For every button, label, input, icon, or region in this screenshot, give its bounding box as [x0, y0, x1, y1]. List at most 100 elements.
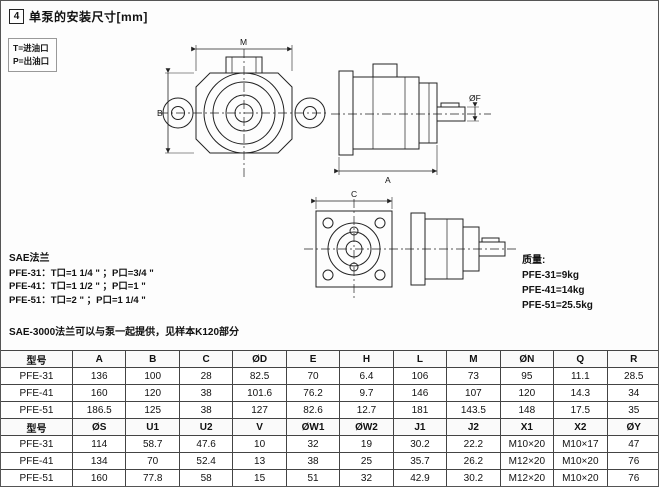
column-header: ØW2 [339, 418, 394, 436]
column-header: ØD [232, 350, 287, 368]
value-cell: 25 [339, 452, 394, 470]
column-header: ØW1 [285, 418, 341, 436]
value-cell: 107 [446, 384, 501, 402]
value-cell: 58 [178, 469, 234, 486]
value-cell: 143.5 [446, 401, 501, 419]
page-title: 单泵的安装尺寸[mm] [29, 10, 148, 24]
value-cell: 14.3 [553, 384, 608, 402]
column-header: R [606, 350, 658, 368]
value-cell: M10×17 [553, 435, 608, 453]
value-cell: 100 [125, 367, 180, 385]
value-cell: 17.5 [553, 401, 608, 419]
value-cell: 47 [606, 435, 658, 453]
value-cell: 35 [606, 401, 658, 419]
value-cell: 76 [606, 452, 658, 470]
value-cell: 82.6 [285, 401, 341, 419]
sae-flange-heading: SAE法兰 [9, 253, 50, 264]
mass-note: 质量: PFE-31=9kg PFE-41=14kg PFE-51=25.5kg [522, 253, 593, 313]
value-cell: 82.5 [232, 367, 287, 385]
value-cell: 106 [392, 367, 448, 385]
model-cell: PFE-51 [1, 469, 73, 486]
value-cell: 38 [178, 401, 234, 419]
value-cell: 76 [606, 469, 658, 486]
column-header: B [125, 350, 180, 368]
value-cell: 114 [71, 435, 127, 453]
sae3000-note: SAE-3000法兰可以与泵一起提供，见样本K120部分 [9, 327, 240, 338]
value-cell: 42.9 [392, 469, 448, 486]
value-cell: 32 [285, 435, 341, 453]
value-cell: 70 [125, 452, 180, 470]
value-cell: 51 [285, 469, 341, 486]
value-cell: 15 [232, 469, 287, 486]
value-cell: 47.6 [178, 435, 234, 453]
front-view [159, 45, 329, 179]
port-note-line: T=进油口 [13, 43, 49, 53]
value-cell: 10 [232, 435, 287, 453]
value-cell: 160 [71, 384, 127, 402]
value-cell: M10×20 [553, 452, 608, 470]
dim-label-f: ØF [469, 93, 481, 103]
value-cell: 148 [499, 401, 555, 419]
value-cell: 127 [232, 401, 287, 419]
value-cell: 35.7 [392, 452, 448, 470]
mass-line: PFE-41=14kg [522, 285, 585, 296]
value-cell: M10×20 [499, 435, 555, 453]
port-note: T=进油口 P=出油口 [8, 38, 58, 73]
value-cell: 181 [392, 401, 448, 419]
value-cell: M12×20 [499, 469, 555, 486]
value-cell: 101.6 [232, 384, 287, 402]
value-cell: 134 [71, 452, 127, 470]
value-cell: 77.8 [125, 469, 180, 486]
column-header: X2 [553, 418, 608, 436]
dim-label-a: A [385, 175, 391, 185]
column-header: J1 [392, 418, 448, 436]
value-cell: 11.1 [553, 367, 608, 385]
column-header: E [285, 350, 341, 368]
value-cell: 6.4 [339, 367, 394, 385]
value-cell: M10×20 [553, 469, 608, 486]
value-cell: 70 [285, 367, 341, 385]
page-header: 4 单泵的安装尺寸[mm] [9, 8, 148, 25]
mass-line: PFE-31=9kg [522, 270, 579, 281]
model-cell: PFE-41 [1, 384, 73, 402]
dim-label-c: C [351, 189, 357, 199]
value-cell: 52.4 [178, 452, 234, 470]
value-cell: 28.5 [606, 367, 658, 385]
value-cell: 30.2 [392, 435, 448, 453]
mass-line: PFE-51=25.5kg [522, 300, 593, 311]
port-note-line: P=出油口 [13, 56, 50, 67]
column-header: Q [553, 350, 608, 368]
value-cell: 38 [178, 384, 234, 402]
side-view [331, 64, 491, 175]
mass-heading: 质量: [522, 255, 546, 266]
value-cell: 38 [285, 452, 341, 470]
value-cell: 160 [71, 469, 127, 486]
column-header: A [71, 350, 127, 368]
column-header: H [339, 350, 394, 368]
sae-flange-line: PFE-51：T口=2 " ；P口=1 1/4 " [9, 295, 146, 307]
column-header: ØY [606, 418, 658, 436]
value-cell: 32 [339, 469, 394, 486]
column-header: ØS [71, 418, 127, 436]
value-cell: 76.2 [285, 384, 341, 402]
value-cell: 186.5 [71, 401, 127, 419]
column-header: 型号 [1, 350, 73, 368]
value-cell: 73 [446, 367, 501, 385]
value-cell: 95 [499, 367, 555, 385]
value-cell: 58.7 [125, 435, 180, 453]
value-cell: 22.2 [446, 435, 501, 453]
column-header: X1 [499, 418, 555, 436]
model-cell: PFE-31 [1, 367, 73, 385]
sae-flange-line: PFE-31：T口=1 1/4 " ；P口=3/4 " [9, 267, 154, 279]
value-cell: 13 [232, 452, 287, 470]
value-cell: 28 [178, 367, 234, 385]
value-cell: 146 [392, 384, 448, 402]
column-header: 型号 [1, 418, 73, 436]
value-cell: 30.2 [446, 469, 501, 486]
column-header: L [392, 350, 448, 368]
